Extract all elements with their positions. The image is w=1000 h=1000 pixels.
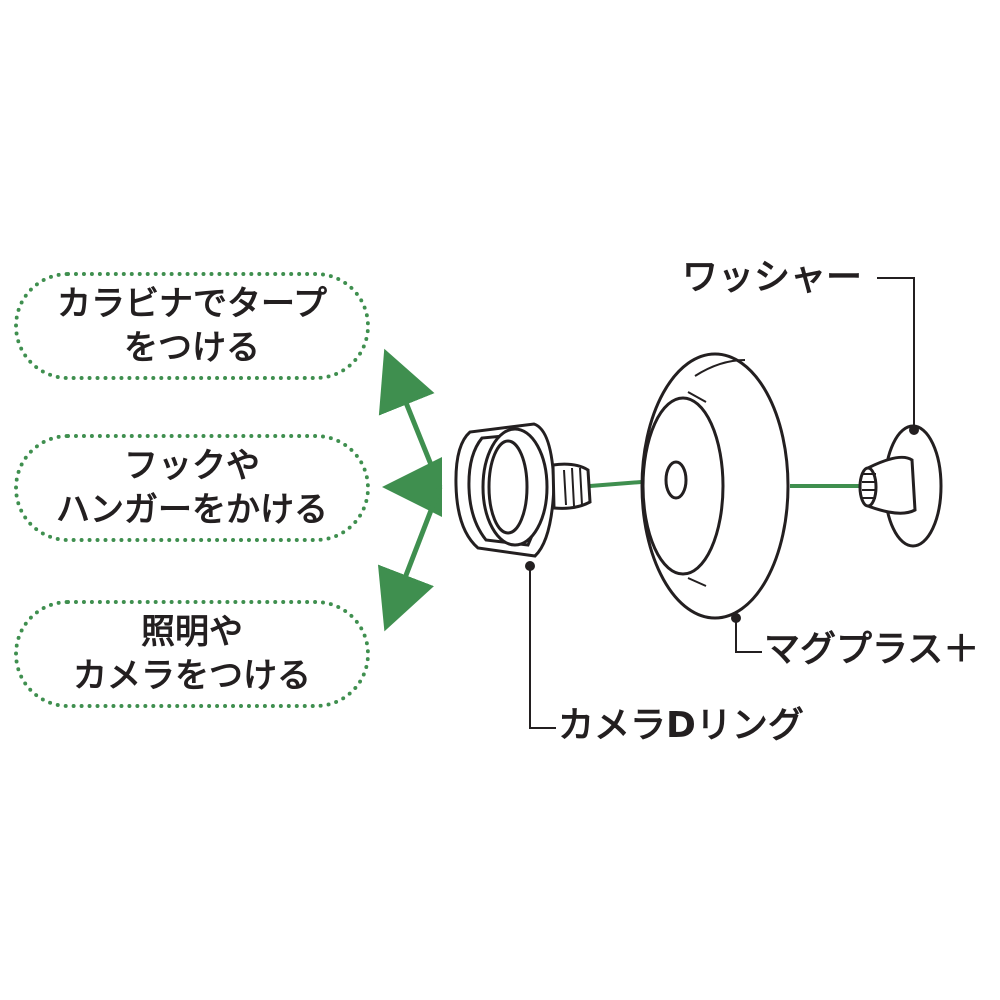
use-case-hook-line2: ハンガーをかける xyxy=(56,490,328,530)
leader-washer xyxy=(877,277,915,428)
use-case-camera-line2: カメラをつける xyxy=(73,656,311,696)
camera-d-ring xyxy=(454,422,592,558)
leader-magplus xyxy=(735,620,762,653)
arrow-to-tarp xyxy=(378,348,443,488)
washer-label: ワッシャー xyxy=(682,257,863,298)
magplus-label: マグプラス＋ xyxy=(764,629,980,670)
arrow-to-camera xyxy=(377,486,443,632)
use-case-tarp: カラビナでタープ をつける xyxy=(14,272,370,380)
use-case-tarp-line2: をつける xyxy=(124,328,260,368)
leader-dring xyxy=(529,564,556,729)
leader-dots xyxy=(525,425,919,623)
use-case-camera-line1: 照明や xyxy=(141,612,243,652)
use-case-hook-line1: フックや xyxy=(124,446,260,486)
use-case-camera: 照明や カメラをつける xyxy=(14,600,370,708)
use-arrows xyxy=(377,348,443,632)
camera-d-ring-label: カメラDリング xyxy=(558,705,804,746)
use-case-tarp-line1: カラビナでタープ xyxy=(57,284,327,324)
use-case-hook: フックや ハンガーをかける xyxy=(14,434,370,542)
washer xyxy=(858,424,943,548)
leader-lines xyxy=(529,277,915,729)
magplus-body xyxy=(640,352,790,620)
